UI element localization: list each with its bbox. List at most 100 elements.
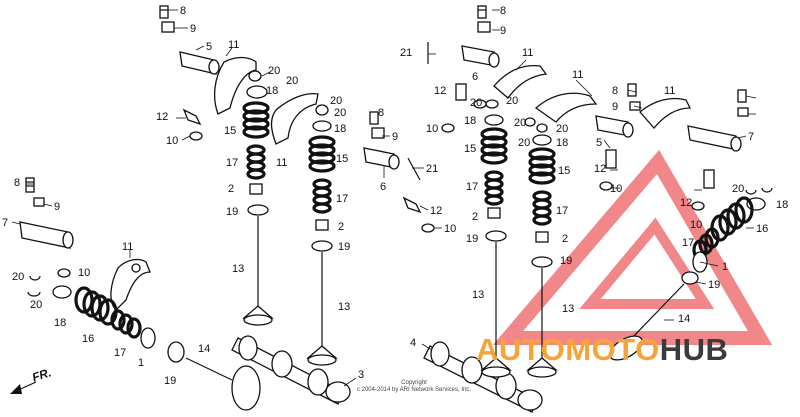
callout-19: 19 xyxy=(560,255,572,267)
callout-2: 2 xyxy=(472,211,478,223)
callout-1: 1 xyxy=(722,261,728,273)
callout-11: 11 xyxy=(664,85,675,97)
callout-20: 20 xyxy=(518,137,530,149)
callout-11: 11 xyxy=(122,241,133,253)
callout-2: 2 xyxy=(228,183,234,195)
callout-9: 9 xyxy=(54,201,60,213)
callout-19: 19 xyxy=(164,375,176,387)
callout-17: 17 xyxy=(682,237,694,249)
callout-18: 18 xyxy=(54,317,66,329)
callout-8: 8 xyxy=(180,5,186,17)
callout-20: 20 xyxy=(506,95,518,107)
callout-15: 15 xyxy=(224,125,236,137)
callout-12: 12 xyxy=(594,163,606,175)
callout-20: 20 xyxy=(330,95,342,107)
callout-20: 20 xyxy=(556,123,568,135)
left-upper-rocker-assembly xyxy=(159,5,274,326)
callout-11: 11 xyxy=(522,47,533,59)
callout-18: 18 xyxy=(776,199,788,211)
callout-18: 18 xyxy=(266,85,278,97)
callout-2: 2 xyxy=(338,221,344,233)
callout-12: 12 xyxy=(680,197,692,209)
callout-9: 9 xyxy=(500,25,506,37)
callout-14: 14 xyxy=(678,313,690,325)
callout-17: 17 xyxy=(226,157,238,169)
callout-labels: 8 9 5 11 20 20 18 12 10 15 17 2 19 13 20… xyxy=(2,5,788,387)
callout-10: 10 xyxy=(690,219,702,231)
callout-1: 1 xyxy=(138,357,144,369)
callout-16: 16 xyxy=(756,223,768,235)
callout-9: 9 xyxy=(190,23,196,35)
leader-lines xyxy=(11,9,757,387)
copyright-line-1: Copyright xyxy=(401,380,427,386)
callout-20: 20 xyxy=(30,299,42,311)
callout-9: 9 xyxy=(392,131,398,143)
callout-18: 18 xyxy=(334,123,346,135)
callout-12: 12 xyxy=(430,205,442,217)
callout-17: 17 xyxy=(114,347,126,359)
watermark-logo-icon xyxy=(492,149,773,345)
callout-15: 15 xyxy=(336,153,348,165)
right-rocker-assembly xyxy=(609,83,773,361)
callout-20: 20 xyxy=(732,183,744,195)
callout-19: 19 xyxy=(466,233,478,245)
callout-17: 17 xyxy=(336,193,348,205)
callout-15: 15 xyxy=(558,165,570,177)
callout-5: 5 xyxy=(596,137,602,149)
callout-21: 21 xyxy=(400,47,412,59)
callout-8: 8 xyxy=(14,177,20,189)
callout-19: 19 xyxy=(338,241,350,253)
callout-10: 10 xyxy=(426,123,438,135)
callout-8: 8 xyxy=(612,85,618,97)
callout-20: 20 xyxy=(268,65,280,77)
callout-10: 10 xyxy=(444,223,456,235)
callout-19: 19 xyxy=(708,279,720,291)
callout-7: 7 xyxy=(748,131,754,143)
callout-6: 6 xyxy=(380,181,386,193)
callout-11: 11 xyxy=(228,39,239,51)
callout-20: 20 xyxy=(12,271,24,283)
copyright-notice: Copyright c 2004-2014 by ARI Network Ser… xyxy=(344,380,484,394)
right-camshaft xyxy=(423,341,543,413)
callout-19: 19 xyxy=(226,206,238,218)
copyright-line-2: c 2004-2014 by ARI Network Services, Inc… xyxy=(356,387,472,393)
callout-20: 20 xyxy=(334,107,346,119)
callout-18: 18 xyxy=(556,137,568,149)
callout-14: 14 xyxy=(198,343,210,355)
callout-6: 6 xyxy=(472,71,478,83)
callout-16: 16 xyxy=(82,333,94,345)
callout-9: 9 xyxy=(612,101,618,113)
callout-10: 10 xyxy=(166,135,178,147)
callout-17: 17 xyxy=(466,181,478,193)
callout-12: 12 xyxy=(156,111,168,123)
middle-left-rocker-assembly xyxy=(270,92,435,366)
middle-right-rocker-assembly xyxy=(427,5,634,378)
callout-18: 18 xyxy=(464,115,476,127)
callout-7: 7 xyxy=(2,217,8,229)
callout-8: 8 xyxy=(500,5,506,17)
callout-10: 10 xyxy=(78,267,90,279)
watermark-brand-hub: HUB xyxy=(659,332,729,367)
callout-21: 21 xyxy=(426,163,438,175)
left-rocker-assembly xyxy=(10,177,261,411)
callout-15: 15 xyxy=(464,143,476,155)
callout-10: 10 xyxy=(610,183,622,195)
callout-13: 13 xyxy=(338,301,350,313)
callout-20: 20 xyxy=(514,117,526,129)
callout-12: 12 xyxy=(434,85,446,97)
callout-11: 11 xyxy=(572,69,583,81)
callout-8: 8 xyxy=(378,107,384,119)
callout-2: 2 xyxy=(562,233,568,245)
callout-13: 13 xyxy=(562,303,574,315)
callout-20: 20 xyxy=(470,97,482,109)
callout-5: 5 xyxy=(206,41,212,53)
callout-17: 17 xyxy=(556,205,568,217)
callout-13: 13 xyxy=(232,263,244,275)
callout-13: 13 xyxy=(472,289,484,301)
watermark-brand: AUTOMOTOHUB xyxy=(476,333,728,367)
callout-11: 11 xyxy=(276,157,287,169)
callout-4: 4 xyxy=(410,337,416,349)
callout-20: 20 xyxy=(286,75,298,87)
